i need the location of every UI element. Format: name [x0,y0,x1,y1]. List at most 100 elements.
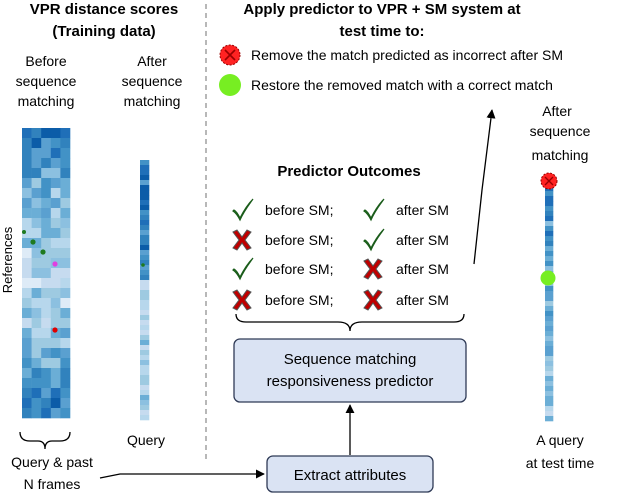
heatmap-cell [50,318,61,329]
heatmap-cell [41,328,52,339]
heatmap-cell [545,366,554,372]
after-sm-label-line1: After [137,53,167,69]
heatmap-cell [31,358,42,369]
query-past-label-line1: Query & past [11,454,93,470]
heatmap-cell [545,311,554,317]
heatmap-cell [60,408,71,419]
heatmap-cell [50,278,61,289]
red-x-circle-icon [540,172,558,190]
heatmap-cell [41,338,52,349]
after-sm-label-line3: matching [124,93,181,109]
heatmap-cell [140,315,150,321]
heatmap-cell [140,205,150,211]
heatmap-cell [545,341,554,347]
heatmap-cell [31,228,42,239]
heatmap-cell [545,406,554,412]
heatmap-cell [545,371,554,377]
outcome-after-text: after SM [396,232,449,248]
heatmap-cell [31,398,42,409]
heatmap-cell [41,138,52,149]
heatmap-cell [545,401,554,407]
heatmap-cell [41,358,52,369]
heatmap-cell [545,241,554,247]
heatmap-cell [545,346,554,352]
heatmap-cell [60,338,71,349]
heatmap-cell [41,208,52,219]
heatmap-cell [140,270,150,276]
heatmap-cell [41,288,52,299]
outcome-before-text: before SM; [265,232,333,248]
heatmap-cell [22,308,32,319]
heatmap-cell [140,165,150,171]
outcome-row: before SM; after SM [232,198,449,221]
heatmap-cell [545,191,554,197]
left-title-line2: (Training data) [52,23,155,40]
heatmap-cell [140,330,150,336]
heatmap-cell [140,225,150,231]
heatmap-cell [31,278,42,289]
right-title-line1: Apply predictor to VPR + SM system at [243,1,520,18]
heatmap-cell [41,278,52,289]
heatmap-cell [140,290,150,296]
heatmap-cell [41,398,52,409]
heatmap-cell [140,220,150,226]
heatmap-cell [50,408,61,419]
heatmap-cell [22,188,32,199]
heatmap-cell [41,318,52,329]
heatmap-cell [140,170,150,176]
right-title-line2: test time to: [339,23,424,40]
outcome-after-text: after SM [396,261,449,277]
heatmap-cell [22,238,32,249]
heatmap-cell [140,395,150,401]
test-after-sm-line1: After [542,103,572,119]
check-icon [363,198,385,221]
heatmap-cell [545,361,554,367]
heatmap-cell [22,278,32,289]
heatmap-cell [22,298,32,309]
heatmap-cell [50,398,61,409]
match-dot [141,263,145,267]
heatmap-cell [545,316,554,322]
heatmap-cell [22,138,32,149]
heatmap-cell [545,206,554,212]
test-query-label-line1: A query [536,432,583,448]
heatmap-cell [31,128,42,139]
heatmap-cell [22,318,32,329]
heatmap-cell [31,298,42,309]
heatmap-cell [50,348,61,359]
heatmap-cell [140,345,150,351]
heatmap-cell [22,208,32,219]
heatmap-cell [140,390,150,396]
outcome-after-text: after SM [396,292,449,308]
heatmap-cell [31,238,42,249]
heatmap-cell [31,318,42,329]
heatmap-cell [31,138,42,149]
heatmap-cell [60,128,71,139]
heatmap-cell [22,128,32,139]
heatmap-cell [140,260,150,266]
heatmap-cell [140,280,150,286]
predictor-outcomes-title: Predictor Outcomes [277,163,420,180]
heatmap-cell [41,298,52,309]
heatmap-cell [60,358,71,369]
heatmap-cell [22,228,32,239]
heatmap-cell [31,178,42,189]
heatmap-cell [50,158,61,169]
heatmap-cell [50,388,61,399]
heatmap-cell [50,238,61,249]
heatmap-cell [545,261,554,267]
heatmap-cell [545,266,554,272]
heatmap-cell [140,295,150,301]
heatmap-cell [545,326,554,332]
heatmap-cell [140,365,150,371]
heatmap-cell [60,398,71,409]
heatmap-cell [22,338,32,349]
match-dot [30,239,36,245]
green-circle-icon [540,270,556,286]
heatmap-cell [140,195,150,201]
heatmap-cell [545,226,554,232]
heatmap-cell [50,128,61,139]
cross-icon [232,229,252,251]
heatmap-cell [545,376,554,382]
